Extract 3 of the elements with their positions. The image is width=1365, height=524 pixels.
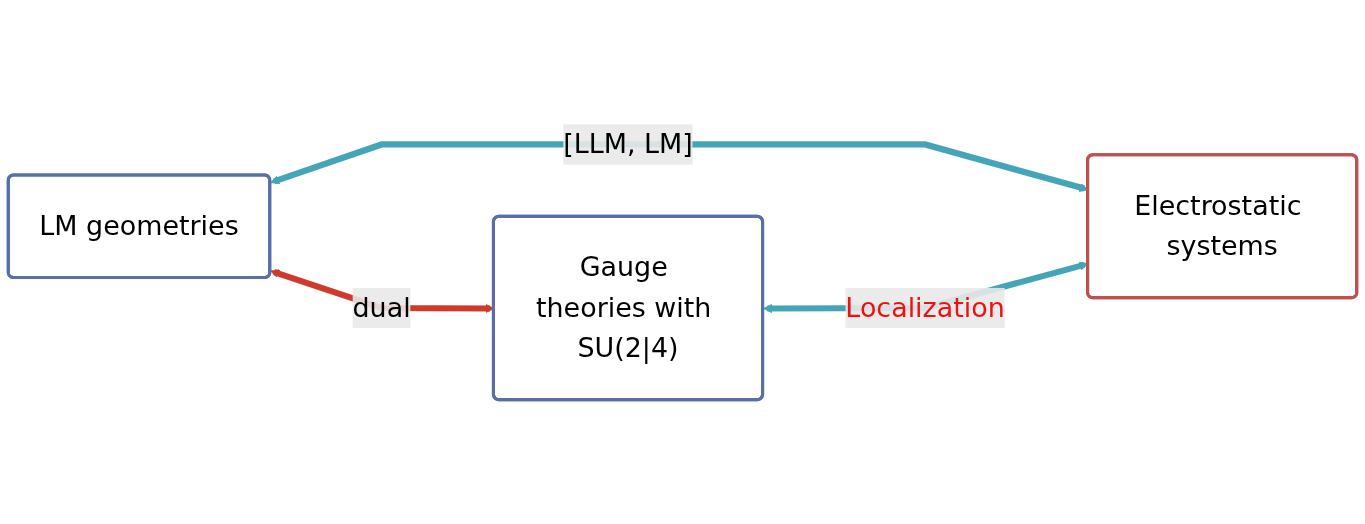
edge-label: dual	[352, 292, 411, 324]
edge-label: Localization	[845, 292, 1005, 324]
edge-label: [LLM, LM]	[563, 128, 693, 160]
